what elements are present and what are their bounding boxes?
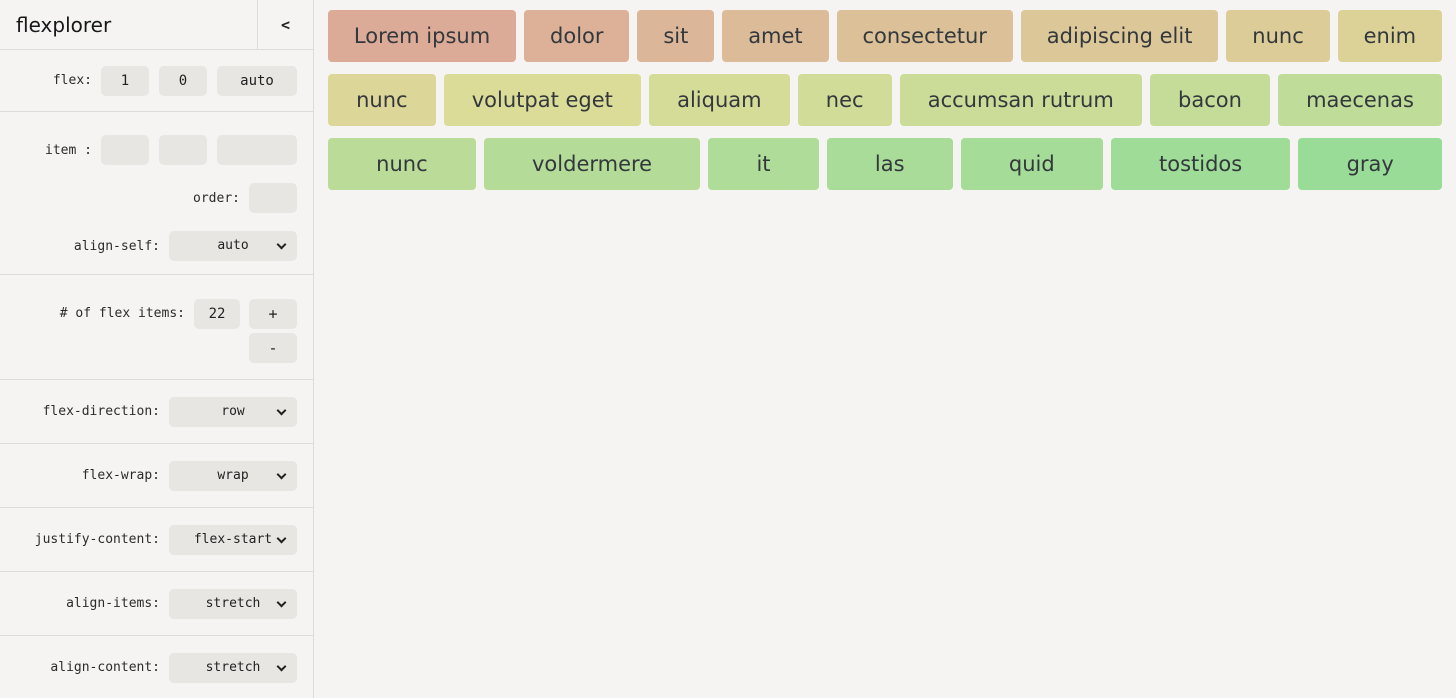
- justify-content-value: flex-start: [193, 531, 273, 547]
- flex-item: gray: [1298, 138, 1443, 190]
- order-input[interactable]: [249, 183, 297, 213]
- chevron-down-icon: [276, 405, 287, 415]
- item-basis-input[interactable]: [217, 135, 297, 165]
- app-title: flexplorer: [16, 12, 112, 37]
- flex-item: nec: [797, 74, 892, 126]
- flex-basis-input[interactable]: [217, 65, 297, 96]
- sidebar: flexplorer < flex: item : order: align-s…: [0, 0, 314, 698]
- item-section: item : order: align-self: auto: [0, 112, 313, 275]
- flex-item: nunc: [328, 74, 436, 126]
- justify-content-label: justify-content:: [34, 532, 160, 547]
- flex-section: flex:: [0, 50, 313, 112]
- flex-item: tostidos: [1110, 138, 1291, 190]
- justify-content-section: justify-content: flex-start: [0, 508, 313, 572]
- align-self-label: align-self:: [73, 238, 160, 254]
- flex-item: maecenas: [1278, 74, 1443, 126]
- flex-item: it: [708, 138, 819, 190]
- align-items-label: align-items:: [66, 596, 160, 611]
- flex-direction-select[interactable]: row: [169, 396, 297, 427]
- flex-item: consectetur: [836, 10, 1013, 62]
- chevron-down-icon: [276, 239, 287, 250]
- flex-wrap-section: flex-wrap: wrap: [0, 444, 313, 508]
- flex-item: amet: [722, 10, 829, 62]
- flex-wrap-value: wrap: [217, 467, 249, 483]
- flex-items-count-label: # of flex items:: [59, 306, 185, 321]
- item-grow-input[interactable]: [101, 135, 149, 165]
- flex-item: voldermere: [483, 138, 701, 190]
- align-content-section: align-content: stretch: [0, 636, 313, 698]
- chevron-down-icon: [276, 597, 287, 607]
- collapse-sidebar-button[interactable]: <: [257, 0, 313, 49]
- flex-item: adipiscing elit: [1020, 10, 1219, 62]
- align-items-select[interactable]: stretch: [169, 588, 297, 619]
- flex-wrap-select[interactable]: wrap: [169, 460, 297, 491]
- flex-item: volutpat eget: [443, 74, 641, 126]
- decrement-button[interactable]: -: [249, 333, 297, 363]
- align-content-value: stretch: [205, 659, 261, 675]
- sidebar-header: flexplorer <: [0, 0, 313, 50]
- flex-item: quid: [960, 138, 1103, 190]
- collapse-chevron-icon: <: [280, 15, 291, 34]
- flex-shrink-input[interactable]: [159, 65, 207, 96]
- count-section: # of flex items: + -: [0, 275, 313, 380]
- flex-items-count-input[interactable]: [194, 299, 240, 329]
- flex-item: enim: [1337, 10, 1443, 62]
- flex-label: flex:: [52, 73, 92, 88]
- item-shrink-input[interactable]: [159, 135, 207, 165]
- flex-item: sit: [637, 10, 715, 62]
- flex-item: nunc: [1226, 10, 1330, 62]
- flex-item: aliquam: [649, 74, 790, 126]
- align-items-section: align-items: stretch: [0, 572, 313, 636]
- flex-direction-value: row: [221, 403, 245, 419]
- flex-item: dolor: [524, 10, 630, 62]
- flex-wrap-label: flex-wrap:: [81, 468, 160, 483]
- flex-direction-label: flex-direction:: [42, 404, 160, 419]
- item-label: item :: [45, 142, 92, 158]
- flex-item: bacon: [1149, 74, 1270, 126]
- chevron-down-icon: [276, 469, 287, 479]
- flex-grow-input[interactable]: [101, 65, 149, 96]
- justify-content-select[interactable]: flex-start: [169, 524, 297, 555]
- order-label: order:: [193, 190, 240, 206]
- align-content-select[interactable]: stretch: [169, 652, 297, 683]
- align-content-label: align-content:: [50, 660, 160, 675]
- flex-item: nunc: [328, 138, 476, 190]
- flex-direction-section: flex-direction: row: [0, 380, 313, 444]
- align-self-value: auto: [217, 238, 249, 253]
- align-self-select[interactable]: auto: [169, 231, 297, 261]
- align-items-value: stretch: [205, 595, 261, 611]
- flex-item: accumsan rutrum: [899, 74, 1142, 126]
- count-buttons: + -: [249, 299, 297, 363]
- flex-item: las: [826, 138, 953, 190]
- increment-button[interactable]: +: [249, 299, 297, 329]
- chevron-down-icon: [276, 661, 287, 671]
- chevron-down-icon: [276, 533, 287, 543]
- flex-item: Lorem ipsum: [328, 10, 517, 62]
